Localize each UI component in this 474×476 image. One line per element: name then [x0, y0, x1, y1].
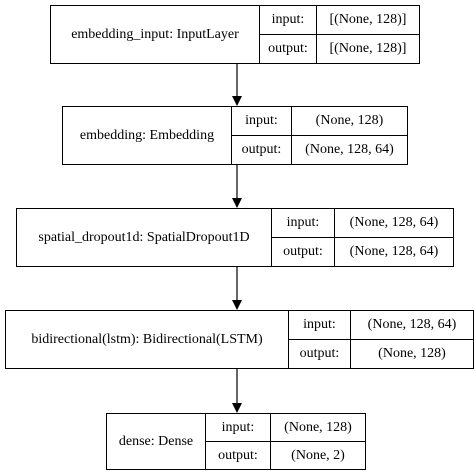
- output-row: output: [(None, 128)]: [260, 34, 419, 63]
- layer-name: dense: Dense: [107, 414, 206, 469]
- input-label: input:: [272, 209, 335, 237]
- input-shape: (None, 128, 64): [349, 215, 439, 230]
- layer-name: embedding: Embedding: [63, 107, 232, 164]
- layer-io-table: input: (None, 128) output: (None, 128, 6…: [232, 107, 407, 164]
- input-label: input:: [289, 311, 351, 339]
- output-label: output:: [232, 136, 292, 164]
- input-label: input:: [206, 414, 271, 441]
- input-row: input: [(None, 128)]: [260, 6, 419, 34]
- layer-name: bidirectional(lstm): Bidirectional(LSTM): [6, 311, 289, 368]
- output-shape: (None, 128, 64): [349, 244, 439, 259]
- output-shape: (None, 128, 64): [305, 142, 394, 157]
- output-shape: [(None, 128)]: [329, 41, 407, 56]
- input-shape: [(None, 128)]: [329, 12, 407, 27]
- output-label: output:: [260, 35, 317, 63]
- layer-node-spatial-dropout: spatial_dropout1d: SpatialDropout1D inpu…: [16, 208, 454, 267]
- layer-node-embedding-input: embedding_input: InputLayer input: [(Non…: [50, 5, 420, 64]
- input-row: input: (None, 128, 64): [272, 209, 453, 237]
- layer-node-dense: dense: Dense input: (None, 128) output: …: [106, 413, 366, 470]
- input-shape: (None, 128): [315, 113, 384, 128]
- layer-io-table: input: (None, 128, 64) output: (None, 12…: [272, 209, 453, 266]
- input-row: input: (None, 128, 64): [289, 311, 473, 339]
- input-row: input: (None, 128): [232, 107, 407, 135]
- input-shape: (None, 128): [284, 419, 352, 435]
- layer-io-table: input: [(None, 128)] output: [(None, 128…: [260, 6, 419, 63]
- layer-name: embedding_input: InputLayer: [51, 6, 260, 63]
- output-shape: (None, 128): [378, 346, 446, 361]
- output-shape: (None, 2): [291, 447, 345, 463]
- input-label: input:: [232, 107, 292, 135]
- output-label: output:: [206, 442, 271, 469]
- layer-node-embedding: embedding: Embedding input: (None, 128) …: [62, 106, 408, 165]
- layer-io-table: input: (None, 128, 64) output: (None, 12…: [289, 311, 473, 368]
- output-label: output:: [289, 340, 351, 368]
- output-row: output: (None, 128, 64): [272, 237, 453, 266]
- input-row: input: (None, 128): [206, 414, 365, 441]
- output-row: output: (None, 128, 64): [232, 135, 407, 164]
- output-row: output: (None, 2): [206, 441, 365, 469]
- output-label: output:: [272, 238, 335, 266]
- output-row: output: (None, 128): [289, 339, 473, 368]
- layer-io-table: input: (None, 128) output: (None, 2): [206, 414, 365, 469]
- input-label: input:: [260, 6, 317, 34]
- input-shape: (None, 128, 64): [367, 317, 457, 332]
- layer-name: spatial_dropout1d: SpatialDropout1D: [17, 209, 272, 266]
- layer-node-bidirectional-lstm: bidirectional(lstm): Bidirectional(LSTM)…: [5, 310, 474, 369]
